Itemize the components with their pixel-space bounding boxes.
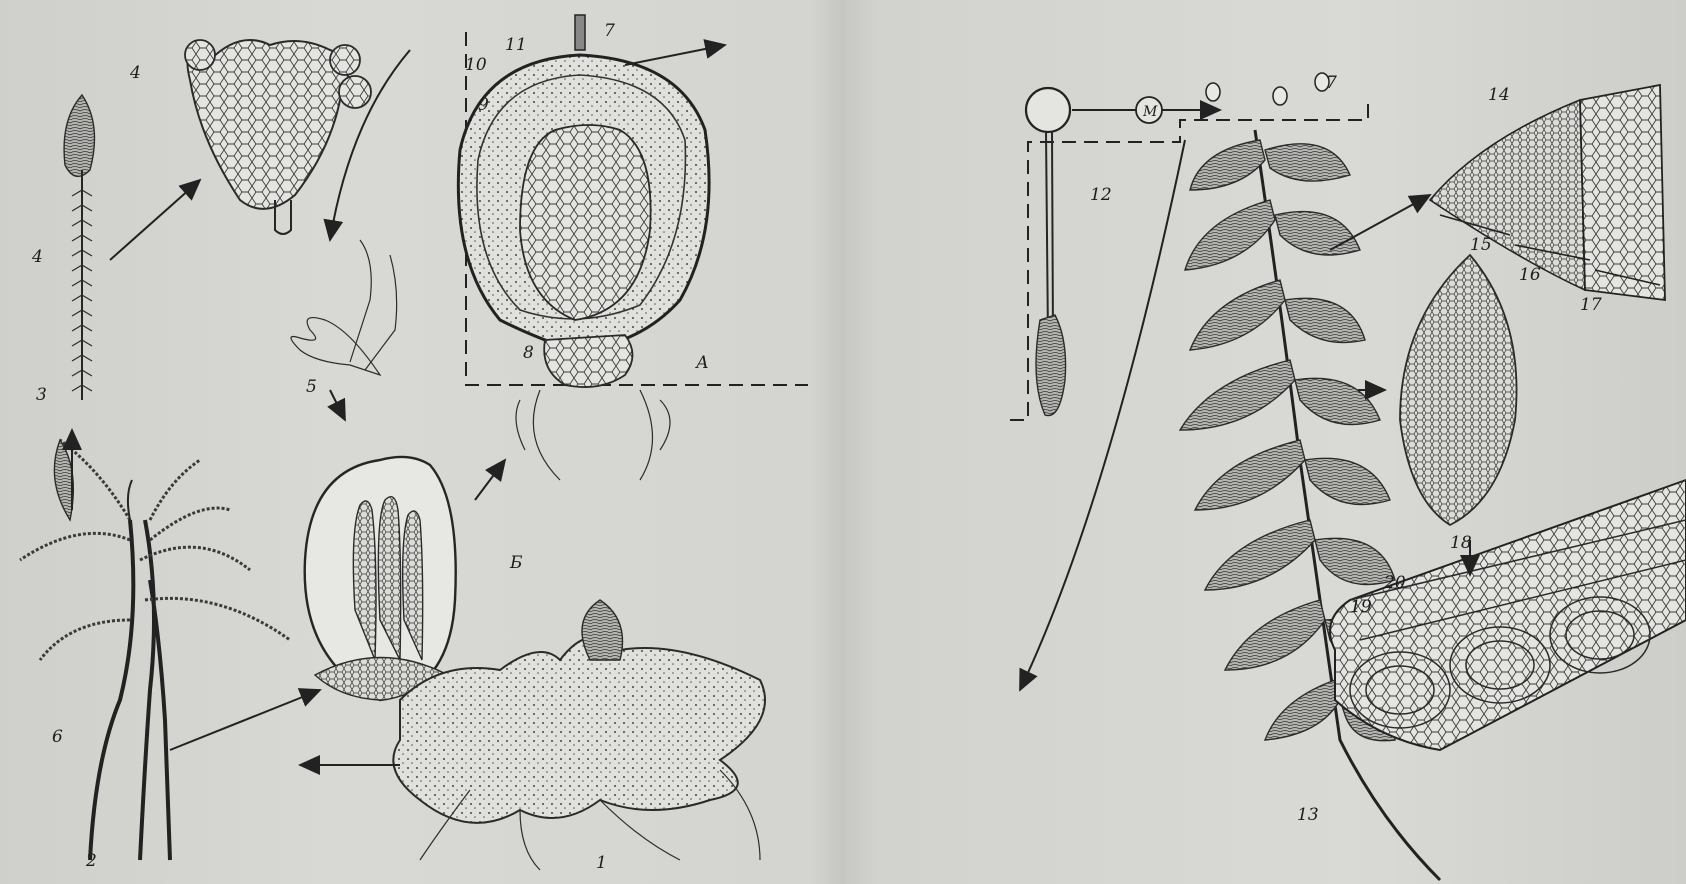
label-11: 11 — [505, 35, 527, 55]
label-M: M — [1142, 104, 1158, 120]
label-19: 19 — [1350, 597, 1372, 617]
label-15: 15 — [1470, 235, 1492, 255]
sphagnum-leaf — [1400, 255, 1517, 525]
archegonium-section — [305, 457, 456, 700]
label-4-shoot: 4 — [31, 247, 43, 267]
female-shoot — [64, 95, 94, 400]
sporophyte-capsule — [1026, 88, 1070, 416]
label-7-right: 7 — [1326, 73, 1337, 93]
label-3: 3 — [36, 385, 47, 405]
label-2: 2 — [85, 851, 97, 871]
hyaline-cells — [1330, 480, 1686, 750]
label-20: 20 — [1383, 573, 1406, 593]
label-8: 8 — [523, 343, 534, 363]
label-B: Б — [509, 553, 523, 573]
spores — [1206, 73, 1329, 105]
label-A: А — [695, 353, 709, 373]
sporangium-box-A — [458, 15, 808, 480]
label-14: 14 — [1488, 85, 1510, 105]
spermatozoid — [291, 240, 397, 375]
antheridium-head — [185, 40, 371, 234]
gametophyte-plant — [20, 440, 290, 860]
label-9: 9 — [478, 95, 489, 115]
label-18: 18 — [1450, 533, 1472, 553]
label-1: 1 — [596, 853, 607, 873]
label-13: 13 — [1297, 805, 1319, 825]
label-10: 10 — [465, 55, 487, 75]
label-12: 12 — [1090, 185, 1112, 205]
sphagnum-plant — [1180, 130, 1440, 880]
label-5: 5 — [306, 377, 317, 397]
label-4-head: 4 — [129, 63, 141, 83]
label-17: 17 — [1580, 295, 1602, 315]
label-16: 16 — [1519, 265, 1541, 285]
label-6: 6 — [52, 727, 63, 747]
label-7-left: 7 — [604, 21, 615, 41]
